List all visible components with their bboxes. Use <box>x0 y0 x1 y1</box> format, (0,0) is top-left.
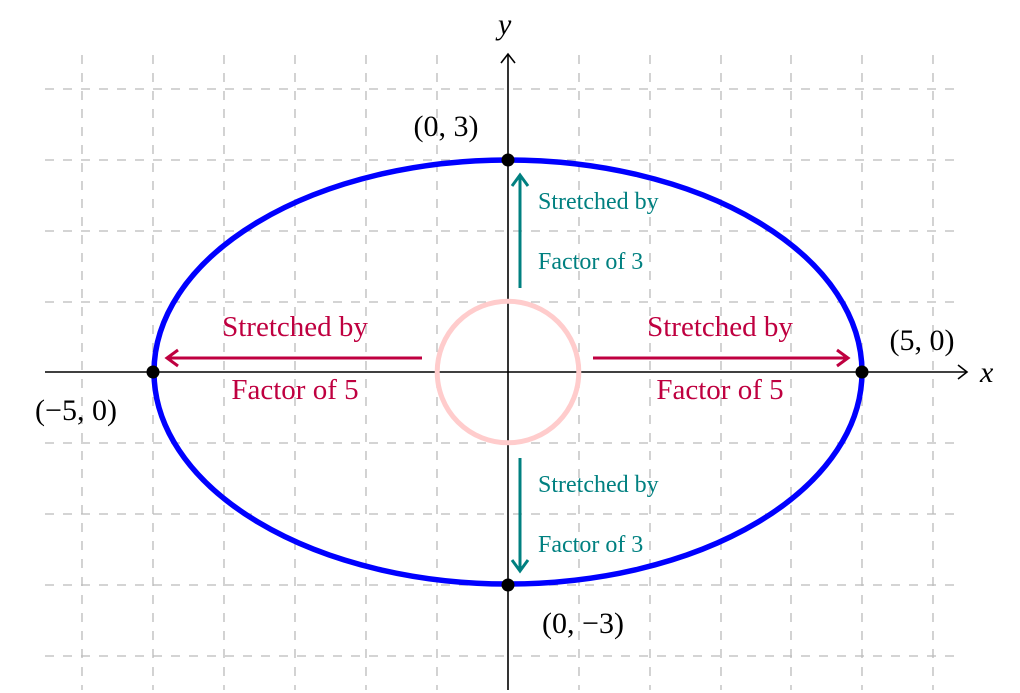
point-left <box>146 365 160 379</box>
bottom-stretch-label-1: Stretched by <box>538 472 659 498</box>
vertical-arrows <box>510 172 530 574</box>
unit-circle <box>434 298 582 446</box>
vertex-points <box>146 153 869 592</box>
horizontal-arrows <box>164 348 851 368</box>
point-top <box>501 153 515 167</box>
right-stretch-label-1: Stretched by <box>647 311 793 343</box>
point-label-right: (5, 0) <box>890 324 955 357</box>
bottom-stretch-label-2: Factor of 3 <box>538 532 643 558</box>
arrow-down-icon <box>510 559 530 574</box>
y-axis-label: y <box>495 8 512 41</box>
top-stretch-label-2: Factor of 3 <box>538 249 643 275</box>
right-stretch-label-2: Factor of 5 <box>656 374 783 406</box>
left-stretch-label-1: Stretched by <box>222 311 368 343</box>
point-label-top: (0, 3) <box>414 110 479 143</box>
arrow-left-icon <box>164 348 179 368</box>
point-label-left: (−5, 0) <box>35 394 117 427</box>
point-bottom <box>501 578 515 592</box>
arrow-right-icon <box>836 348 851 368</box>
y-axis-arrow-icon <box>500 52 516 64</box>
point-label-bottom: (0, −3) <box>542 607 624 640</box>
arrow-up-icon <box>510 172 530 187</box>
top-stretch-label-1: Stretched by <box>538 189 659 215</box>
x-axis-label: x <box>979 356 994 389</box>
x-axis-arrow-icon <box>957 364 969 380</box>
left-stretch-label-2: Factor of 5 <box>231 374 358 406</box>
point-right <box>855 365 869 379</box>
axes <box>45 52 969 690</box>
